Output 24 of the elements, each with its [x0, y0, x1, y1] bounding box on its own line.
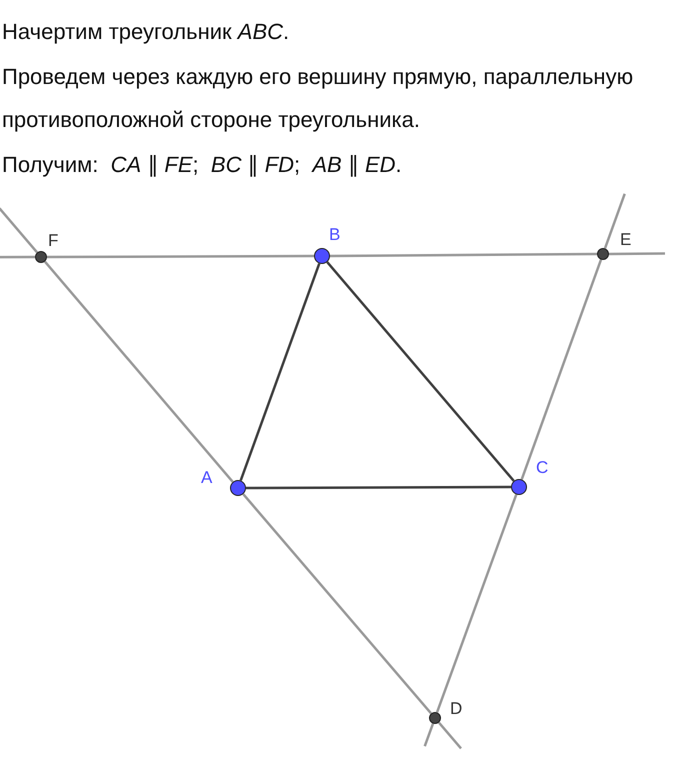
parallel-line [330, 252, 597, 258]
point-label: E [620, 231, 632, 249]
triangle-side [246, 486, 511, 490]
point-dot [314, 248, 330, 264]
point-label: B [329, 226, 340, 244]
text-paragraph: Получим: CA ∥ FE; BC ∥ FD; AB ∥ ED. [2, 151, 403, 179]
triangle-side [326, 261, 515, 482]
point-label: A [201, 469, 212, 487]
parallel-line [242, 493, 432, 714]
point-label: D [450, 700, 462, 718]
point-dot [429, 712, 441, 724]
parallel-line [436, 494, 518, 713]
parallel-line [520, 259, 602, 480]
point-dot [511, 479, 527, 495]
parallel-line [47, 254, 314, 258]
parallel-line [44, 260, 234, 483]
text-paragraph: Проведем через каждую его вершину прямую, параллельную противоположной стороне треугольника. [2, 63, 634, 134]
triangle-side [240, 263, 320, 481]
point-dot [230, 480, 246, 496]
point-label: C [536, 459, 548, 477]
point-dot [35, 251, 47, 263]
point-dot [597, 248, 609, 260]
text-paragraph: Начертим треугольник ABC. [2, 18, 290, 46]
point-label: F [48, 232, 58, 250]
